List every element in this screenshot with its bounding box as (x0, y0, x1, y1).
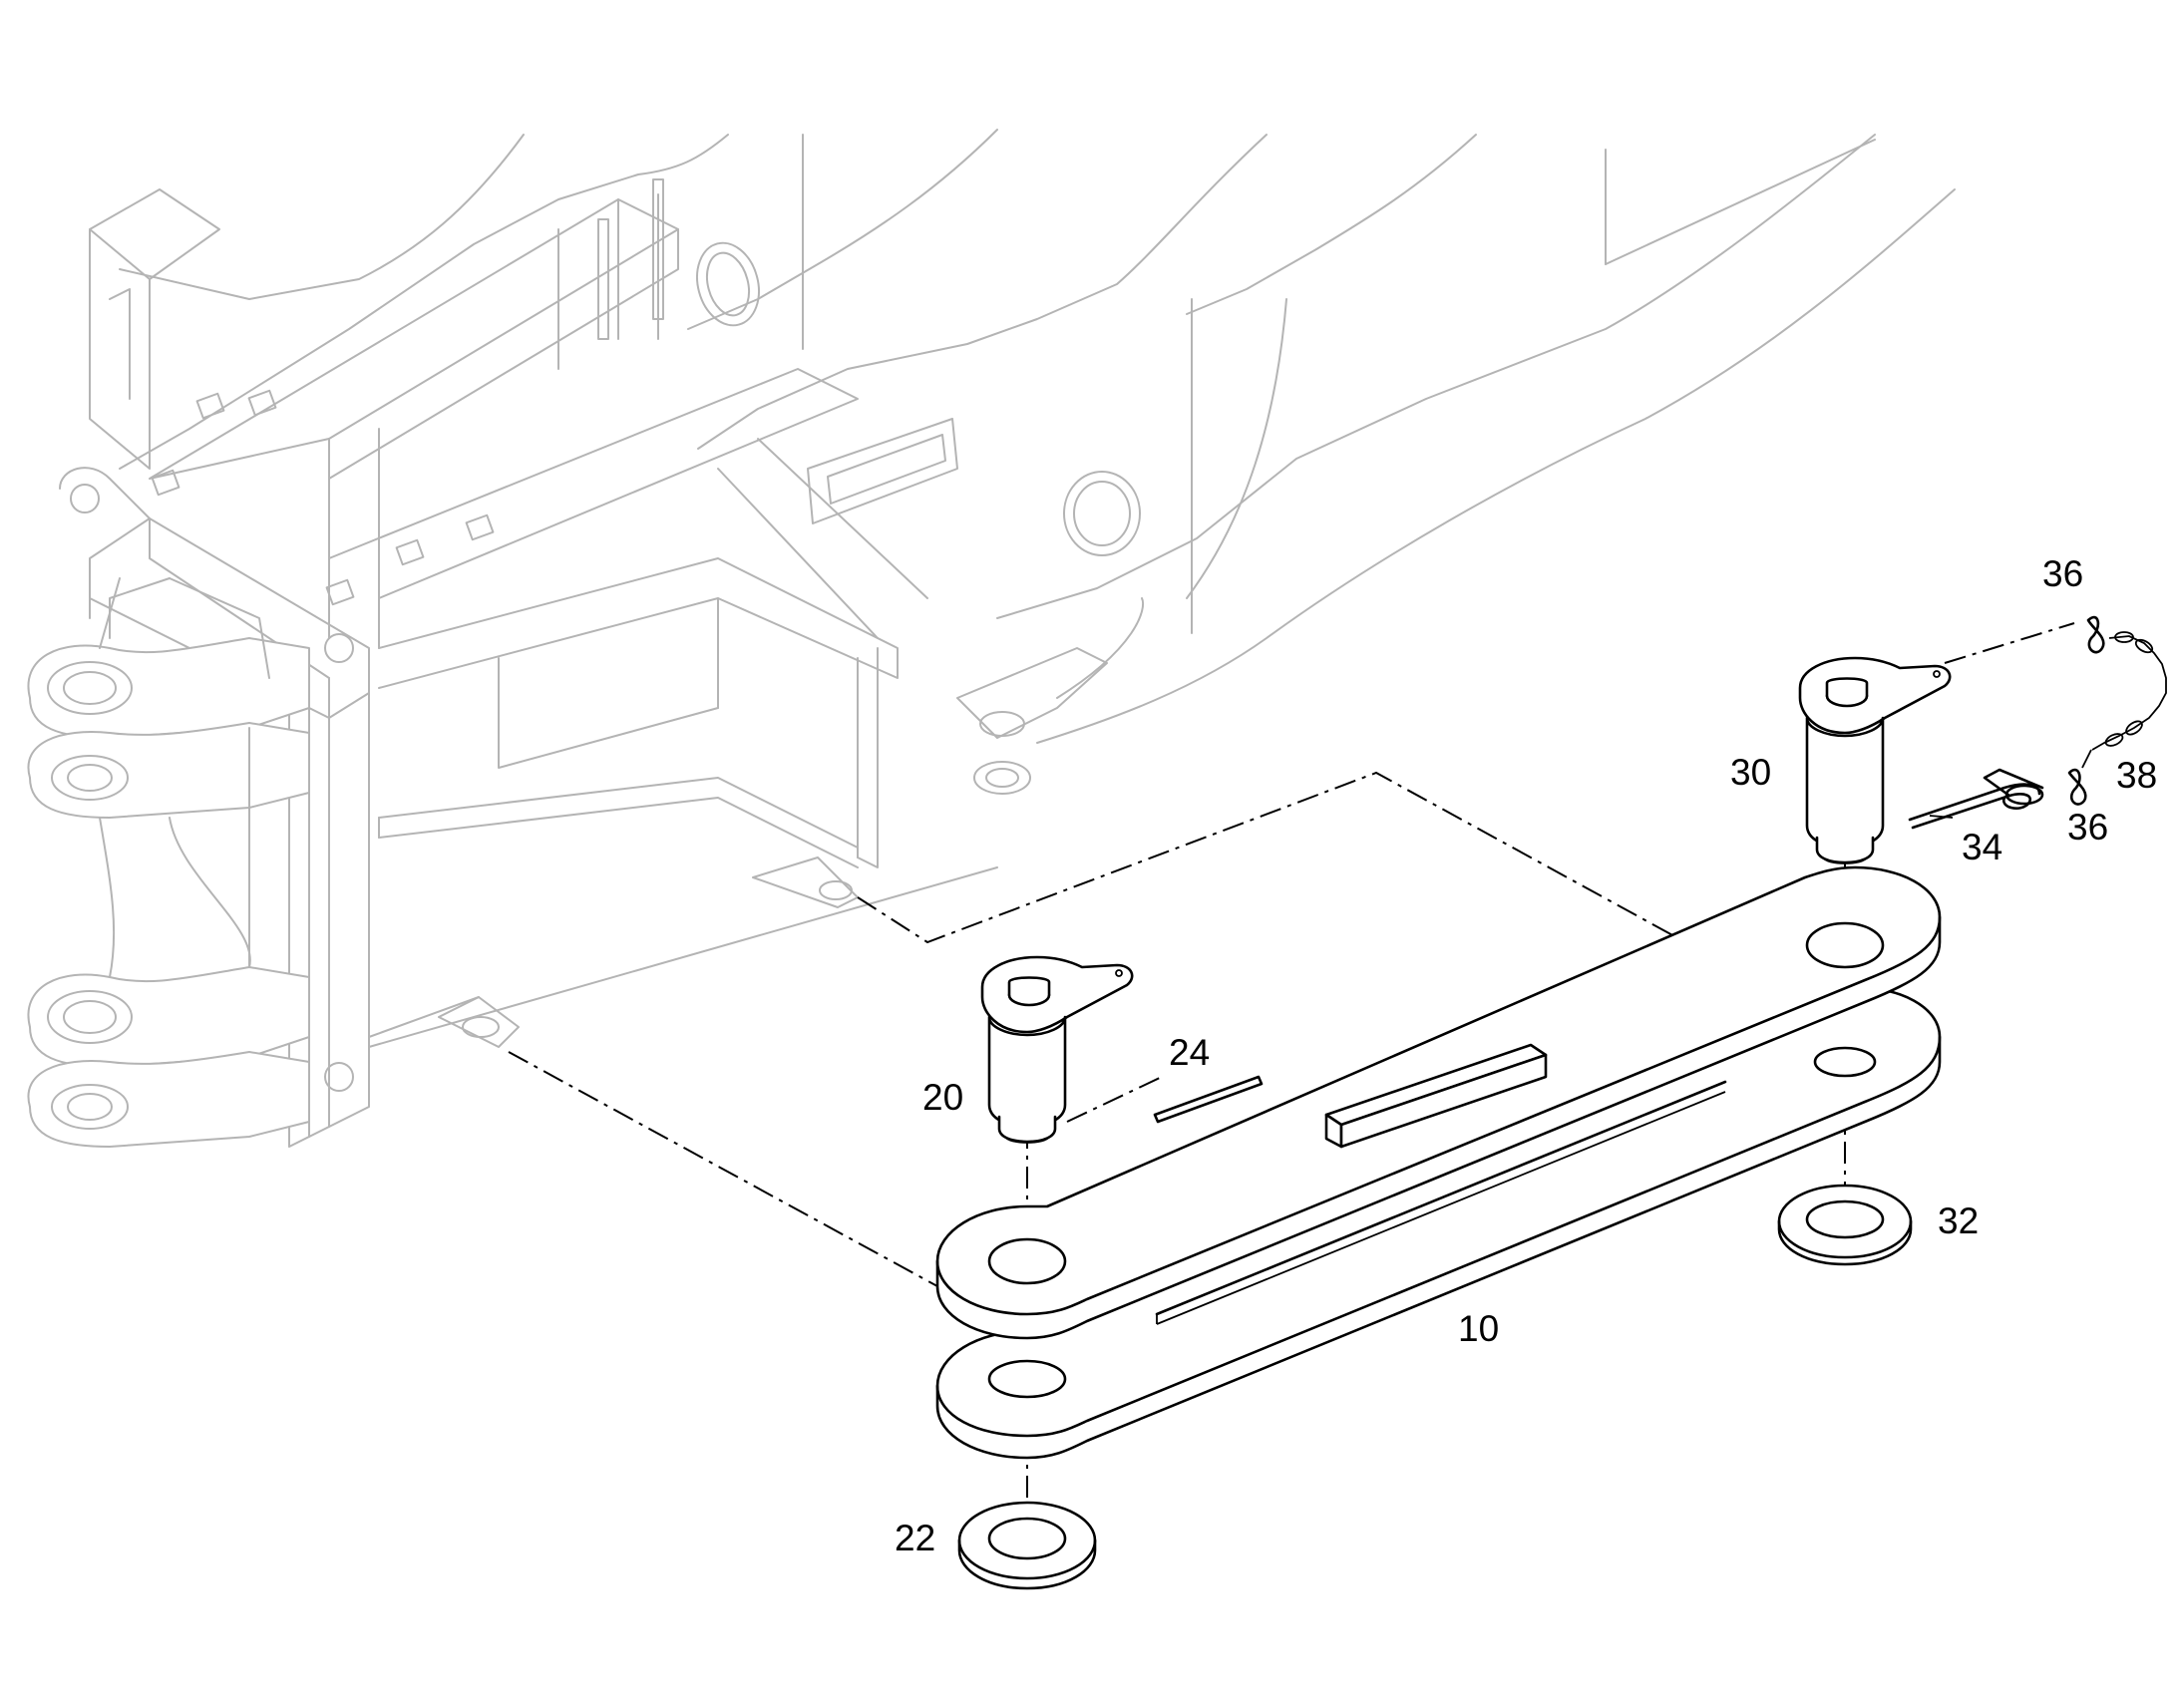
pin-30-body (1805, 716, 1885, 850)
washer-22 (957, 1501, 1097, 1590)
pin-20-body (987, 1015, 1067, 1129)
retainer-rod-24 (1153, 1075, 1264, 1124)
leader-lines (1929, 815, 1954, 819)
pin-20-head-flange (980, 955, 1134, 1034)
callout-labels: 10 20 22 24 30 32 34 36 36 38 (895, 553, 2157, 1558)
guide-line-frame-to-link-left (508, 1051, 938, 1287)
machine-frame-context (27, 129, 1956, 1148)
guide-line-frame-to-link-top (857, 771, 1686, 944)
callout-30: 30 (1730, 752, 1771, 793)
callout-24: 24 (1169, 1032, 1210, 1073)
link-plate-upper-hole-right (1805, 921, 1885, 969)
chain-lanyard-38 (2067, 615, 2167, 806)
callout-36-bottom: 36 (2067, 807, 2108, 848)
pin-30-head-flange (1798, 656, 1952, 735)
pin-30 (1798, 656, 1952, 864)
figure-eight-link-bottom (2067, 768, 2087, 806)
pin-20 (980, 955, 1134, 1144)
spring-clip-34 (1908, 768, 2044, 830)
washer-32 (1777, 1184, 1913, 1266)
callout-36-top: 36 (2042, 553, 2083, 594)
link-plate-lower-hole (987, 1359, 1067, 1399)
callout-38: 38 (2116, 755, 2157, 796)
link-plate-assembly (935, 865, 1942, 1460)
callout-32: 32 (1938, 1200, 1979, 1241)
axis-line-retainer-24 (1066, 1076, 1163, 1123)
callout-10: 10 (1458, 1308, 1499, 1349)
callout-20: 20 (922, 1077, 963, 1118)
callout-34: 34 (1962, 827, 2002, 867)
callout-22: 22 (895, 1518, 935, 1558)
chain-links (2091, 635, 2167, 751)
link-plate-upper-hole-left (987, 1237, 1067, 1285)
axis-line-lanyard (1944, 622, 2075, 664)
figure-eight-link-top (2086, 615, 2105, 654)
